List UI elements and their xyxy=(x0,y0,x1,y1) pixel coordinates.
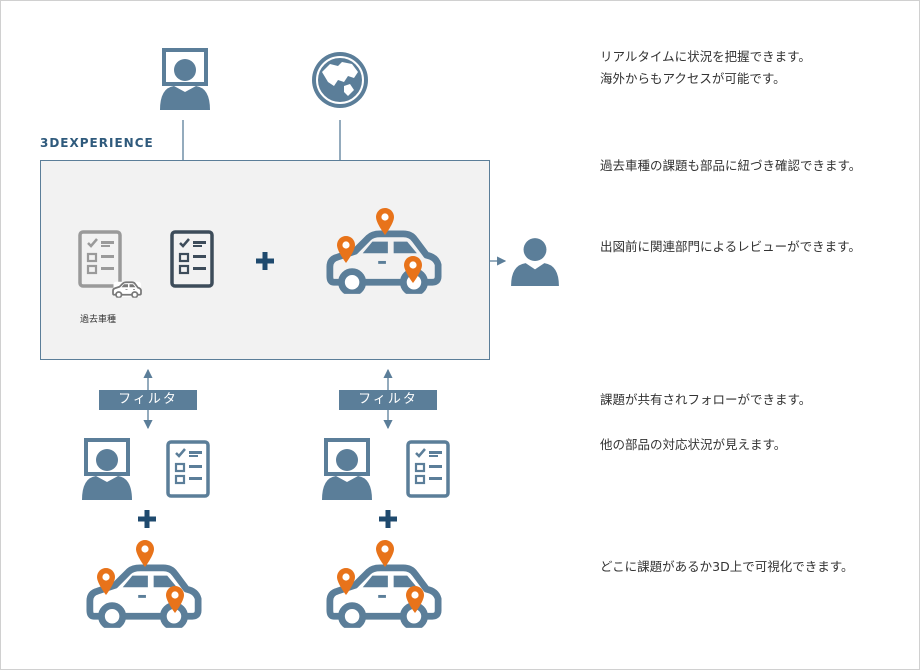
pin-icon xyxy=(337,568,355,595)
description-line: 海外からもアクセスが可能です。 xyxy=(600,71,786,86)
description-line: 出図前に関連部門によるレビューができます。 xyxy=(600,239,861,254)
pin-icon xyxy=(97,568,115,595)
checklist-icon xyxy=(406,440,450,498)
filter-chip-left: フィルタ xyxy=(99,390,197,410)
description-line: 他の部品の対応状況が見えます。 xyxy=(600,437,787,452)
plus-icon xyxy=(379,510,397,528)
platform-label: 3DEXPERIENCE xyxy=(40,136,154,150)
checklist-icon xyxy=(166,440,210,498)
small-car-icon xyxy=(112,280,142,298)
pin-icon xyxy=(404,256,422,283)
description-realtime: リアルタイムに状況を把握できます。 海外からもアクセスが可能です。 xyxy=(600,46,811,90)
pin-icon xyxy=(376,208,394,235)
pin-icon xyxy=(406,586,424,613)
description-3d-visualize: どこに課題があるか3D上で可視化できます。 xyxy=(600,556,853,578)
pin-icon xyxy=(337,236,355,263)
monitor-user-icon xyxy=(82,438,132,500)
pin-icon xyxy=(136,540,154,567)
globe-icon xyxy=(312,52,368,108)
pin-icon xyxy=(376,540,394,567)
description-line: リアルタイムに状況を把握できます。 xyxy=(600,49,811,64)
reviewer-person-icon xyxy=(509,234,561,286)
description-shared-followup: 課題が共有されフォローができます。 xyxy=(600,389,811,411)
description-part-status: 他の部品の対応状況が見えます。 xyxy=(600,434,786,456)
filter-chip-right: フィルタ xyxy=(339,390,437,410)
past-models-label: 過去車種 xyxy=(80,315,117,325)
description-past-models: 過去車種の課題も部品に紐づき確認できます。 xyxy=(600,155,861,177)
checklist-icon xyxy=(170,230,214,288)
description-line: 課題が共有されフォローができます。 xyxy=(600,392,812,407)
pin-icon xyxy=(166,586,184,613)
plus-icon xyxy=(256,252,274,270)
plus-icon xyxy=(138,510,156,528)
description-line: どこに課題があるか3D上で可視化できます。 xyxy=(600,559,854,574)
monitor-user-icon xyxy=(160,48,210,110)
description-review: 出図前に関連部門によるレビューができます。 xyxy=(600,236,861,258)
monitor-user-icon xyxy=(322,438,372,500)
description-line: 過去車種の課題も部品に紐づき確認できます。 xyxy=(600,158,862,173)
